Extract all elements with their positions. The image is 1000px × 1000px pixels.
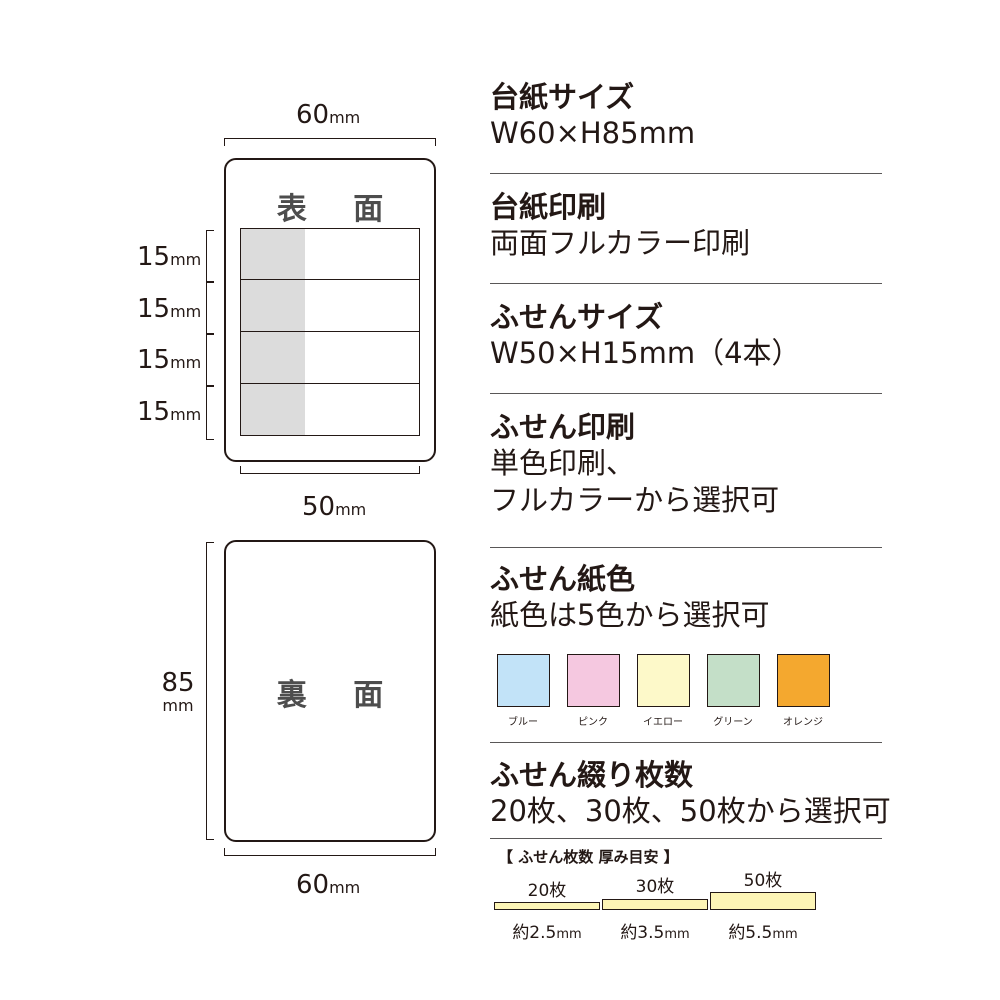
swatch-box xyxy=(496,654,550,707)
sticky-pad-30 xyxy=(602,899,708,910)
sticky-pad-50 xyxy=(710,892,816,910)
sticky-grip xyxy=(241,384,305,435)
color-swatch-blue: ブルー xyxy=(496,654,550,728)
spec-heading: ふせん綴り枚数 xyxy=(490,758,694,792)
sticky-note xyxy=(240,280,420,332)
sticky-height-unit: mm xyxy=(170,405,202,424)
sticky-grip xyxy=(241,280,305,331)
sticky-height-value: 15 xyxy=(137,294,171,324)
spec-heading: 台紙印刷 xyxy=(490,190,607,224)
sticky-height-label: 15mm xyxy=(137,399,201,425)
front-width-value: 60 xyxy=(296,100,330,130)
back-height-value: 85 xyxy=(161,668,195,698)
back-width-unit: mm xyxy=(329,878,361,897)
spec-value: 単色印刷、 xyxy=(490,445,636,480)
swatch-box xyxy=(636,654,690,707)
pad-thickness-unit: mm xyxy=(772,927,798,942)
pad-thickness-unit: mm xyxy=(556,927,582,942)
pad-thickness-label: 約3.5mm xyxy=(602,918,708,943)
back-height-unit: mm xyxy=(162,696,194,715)
spec-paper-color: ふせん紙色 紙色は5色から選択可 xyxy=(490,562,882,743)
back-height-label: 85 mm xyxy=(158,670,198,714)
spec-heading: 台紙サイズ xyxy=(490,80,635,114)
swatch-label: ピンク xyxy=(578,717,608,728)
spec-value: W50×H15mm（4本） xyxy=(490,335,801,370)
back-card: 裏 面 xyxy=(224,540,436,842)
sticky-stack xyxy=(240,228,420,436)
swatch-box xyxy=(566,654,620,707)
spec-value: W60×H85mm xyxy=(490,115,696,150)
spec-sticky-print: ふせん印刷 単色印刷、 フルカラーから選択可 xyxy=(490,410,882,548)
color-swatch-green: グリーン xyxy=(706,654,760,728)
pad-count-label: 30枚 xyxy=(635,877,675,897)
swatch-label: グリーン xyxy=(713,717,753,728)
sticky-note xyxy=(240,384,420,436)
swatch-label: イエロー xyxy=(643,717,683,728)
sticky-note xyxy=(240,332,420,384)
spec-sticky-size: ふせんサイズ W50×H15mm（4本） xyxy=(490,300,882,394)
spec-heading: ふせん紙色 xyxy=(490,562,636,596)
color-swatches: ブルー ピンク イエロー グリーン オレンジ xyxy=(496,654,830,728)
sticky-note xyxy=(240,228,420,280)
sticky-height-value: 15 xyxy=(137,242,171,272)
back-width-dimension-line xyxy=(224,848,436,856)
sticky-height-label: 15mm xyxy=(137,244,201,270)
pad-thickness-label: 約5.5mm xyxy=(710,918,816,943)
pad-thickness-value: 約3.5 xyxy=(620,923,665,943)
color-swatch-orange: オレンジ xyxy=(776,654,830,728)
spec-value: 20枚、30枚、50枚から選択可 xyxy=(490,793,891,828)
pad-count-label: 50枚 xyxy=(743,871,783,891)
back-height-dimension-line xyxy=(206,542,214,840)
sticky-width-unit: mm xyxy=(335,500,367,519)
sticky-width-label: 50mm xyxy=(302,494,366,520)
spec-value: 両面フルカラー印刷 xyxy=(490,225,751,260)
sticky-height-label: 15mm xyxy=(137,296,201,322)
pad-count-label: 20枚 xyxy=(527,881,567,901)
pad-thickness-label: 約2.5mm xyxy=(494,918,600,943)
sticky-height-dimension-line xyxy=(206,334,214,386)
color-swatch-pink: ピンク xyxy=(566,654,620,728)
thickness-guide-title: 【 ふせん枚数 厚み目安 】 xyxy=(498,848,679,866)
back-width-label: 60mm xyxy=(296,872,360,898)
pad-thickness-unit: mm xyxy=(664,927,690,942)
sticky-height-value: 15 xyxy=(137,397,171,427)
pad-thickness-value: 約2.5 xyxy=(512,923,557,943)
swatch-box xyxy=(776,654,830,707)
sticky-height-unit: mm xyxy=(170,250,202,269)
swatch-box xyxy=(706,654,760,707)
sticky-height-dimension-line xyxy=(206,230,214,282)
front-width-dimension-line xyxy=(224,138,436,146)
sticky-height-unit: mm xyxy=(170,302,202,321)
sticky-grip xyxy=(241,229,305,279)
spec-mount-print: 台紙印刷 両面フルカラー印刷 xyxy=(490,190,882,284)
front-width-unit: mm xyxy=(329,108,361,127)
swatch-label: ブルー xyxy=(508,717,538,728)
sticky-height-unit: mm xyxy=(170,353,202,372)
front-width-label: 60mm xyxy=(296,102,360,128)
front-title: 表 面 xyxy=(276,192,402,227)
swatch-label: オレンジ xyxy=(783,717,823,728)
spec-value: フルカラーから選択可 xyxy=(490,483,780,518)
pad-thickness-value: 約5.5 xyxy=(728,923,773,943)
back-width-value: 60 xyxy=(296,870,330,900)
sticky-height-dimension-line xyxy=(206,282,214,334)
back-title: 裏 面 xyxy=(276,678,402,713)
spec-sheet-count: ふせん綴り枚数 20枚、30枚、50枚から選択可 xyxy=(490,758,891,839)
color-swatch-yellow: イエロー xyxy=(636,654,690,728)
spec-heading: ふせん印刷 xyxy=(490,410,636,444)
sticky-width-dimension-line xyxy=(240,466,420,474)
spec-heading: ふせんサイズ xyxy=(490,300,664,334)
spec-mount-size: 台紙サイズ W60×H85mm xyxy=(490,80,882,174)
sticky-grip xyxy=(241,332,305,383)
sticky-pad-20 xyxy=(494,902,600,910)
sticky-height-dimension-line xyxy=(206,386,214,440)
sticky-width-value: 50 xyxy=(302,492,336,522)
sticky-height-label: 15mm xyxy=(137,347,201,373)
sticky-height-value: 15 xyxy=(137,345,171,375)
spec-value: 紙色は5色から選択可 xyxy=(490,597,770,632)
